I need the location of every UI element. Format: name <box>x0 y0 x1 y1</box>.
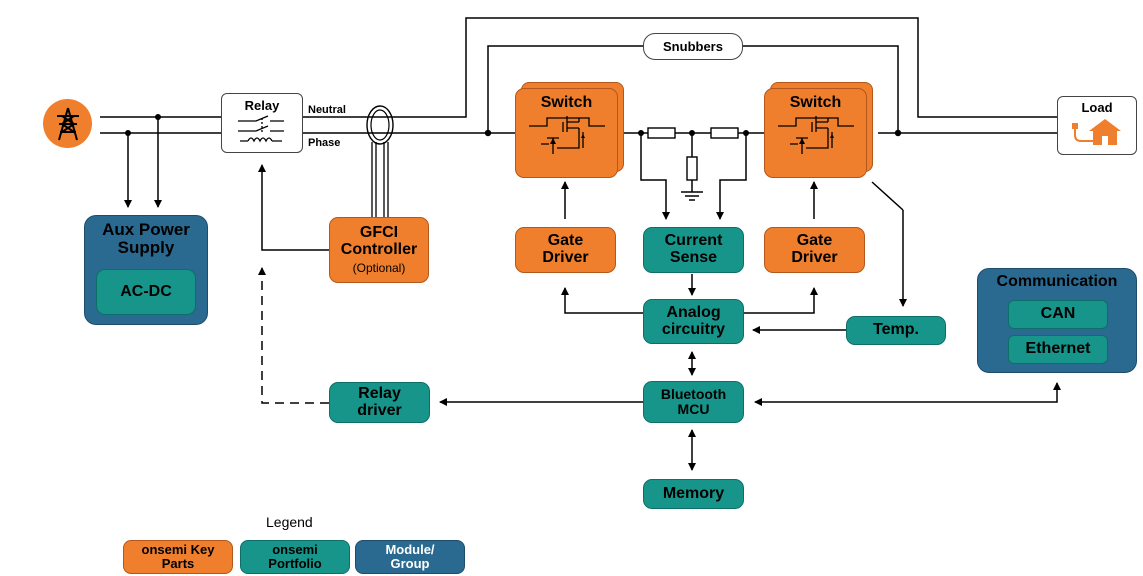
switch-right: Switch <box>764 88 867 178</box>
resistor-shunt <box>686 156 698 181</box>
load-block: Load <box>1057 96 1137 155</box>
load-label: Load <box>1081 100 1113 115</box>
gate-driver-left-l2: Driver <box>542 249 589 266</box>
switch-left-label: Switch <box>540 94 593 111</box>
analog-l1: Analog <box>666 303 721 321</box>
legend-title: Legend <box>266 514 313 530</box>
gate-driver-right-l1: Gate <box>796 232 833 250</box>
gate-driver-right: Gate Driver <box>764 227 865 273</box>
memory-block: Memory <box>643 479 744 509</box>
relay-driver-l2: driver <box>357 401 402 419</box>
current-sense-l2: Sense <box>669 249 718 266</box>
gfci-line1: GFCI <box>359 224 399 242</box>
gate-driver-right-l2: Driver <box>791 249 838 266</box>
legend-key-parts: onsemi Key Parts <box>123 540 233 574</box>
legend-key-parts-l1: onsemi Key <box>141 542 215 558</box>
phase-label: Phase <box>308 137 341 149</box>
switch-left: Switch <box>515 88 618 178</box>
relay-block: Relay <box>221 93 303 153</box>
relay-label: Relay <box>244 98 280 113</box>
analog-l2: circuitry <box>661 320 726 338</box>
current-sense-l1: Current <box>664 232 723 250</box>
legend-portfolio-l1: onsemi <box>272 542 318 558</box>
temp-sensor: Temp. <box>846 316 946 345</box>
ac-dc-block: AC-DC <box>96 269 196 315</box>
can-block: CAN <box>1008 300 1108 329</box>
relay-driver: Relay driver <box>329 382 430 423</box>
communication-block: Communication CAN Ethernet <box>977 268 1137 373</box>
resistor-left <box>647 127 676 139</box>
legend-module-l1: Module/ <box>385 542 435 558</box>
communication-title: Communication <box>996 273 1118 290</box>
legend-module-group: Module/ Group <box>355 540 465 574</box>
legend-portfolio-l2: Portfolio <box>268 556 322 571</box>
aux-power-title-1: Aux Power <box>102 220 190 239</box>
neutral-label: Neutral <box>308 104 346 116</box>
mosfet-icon <box>528 115 605 154</box>
legend-portfolio: onsemi Portfolio <box>240 540 350 574</box>
gfci-optional: (Optional) <box>352 261 406 275</box>
aux-power-supply: Aux Power Supply AC-DC <box>84 215 208 325</box>
current-sense: Current Sense <box>643 227 744 273</box>
ethernet-block: Ethernet <box>1008 335 1108 364</box>
resistor-right <box>710 127 739 139</box>
gfci-line2: Controller <box>340 241 418 259</box>
bluetooth-mcu: Bluetooth MCU <box>643 381 744 423</box>
relay-switch-icon <box>238 115 284 143</box>
power-tower-icon <box>43 99 92 148</box>
mcu-l2: MCU <box>677 401 710 417</box>
analog-circuitry: Analog circuitry <box>643 299 744 344</box>
mcu-l1: Bluetooth <box>660 386 727 403</box>
switch-right-label: Switch <box>789 94 842 111</box>
legend-key-parts-l2: Parts <box>161 556 195 571</box>
gate-driver-left: Gate Driver <box>515 227 616 273</box>
legend-module-l2: Group <box>390 556 430 571</box>
gfci-controller: GFCI Controller (Optional) <box>329 217 429 283</box>
neutral-wire <box>303 17 1057 118</box>
mosfet-icon <box>777 115 854 154</box>
aux-power-title-2: Supply <box>117 237 175 257</box>
house-plug-icon <box>1072 118 1121 145</box>
snubbers-block: Snubbers <box>643 33 743 60</box>
gate-driver-left-l1: Gate <box>547 232 584 250</box>
relay-driver-l1: Relay <box>358 384 401 402</box>
